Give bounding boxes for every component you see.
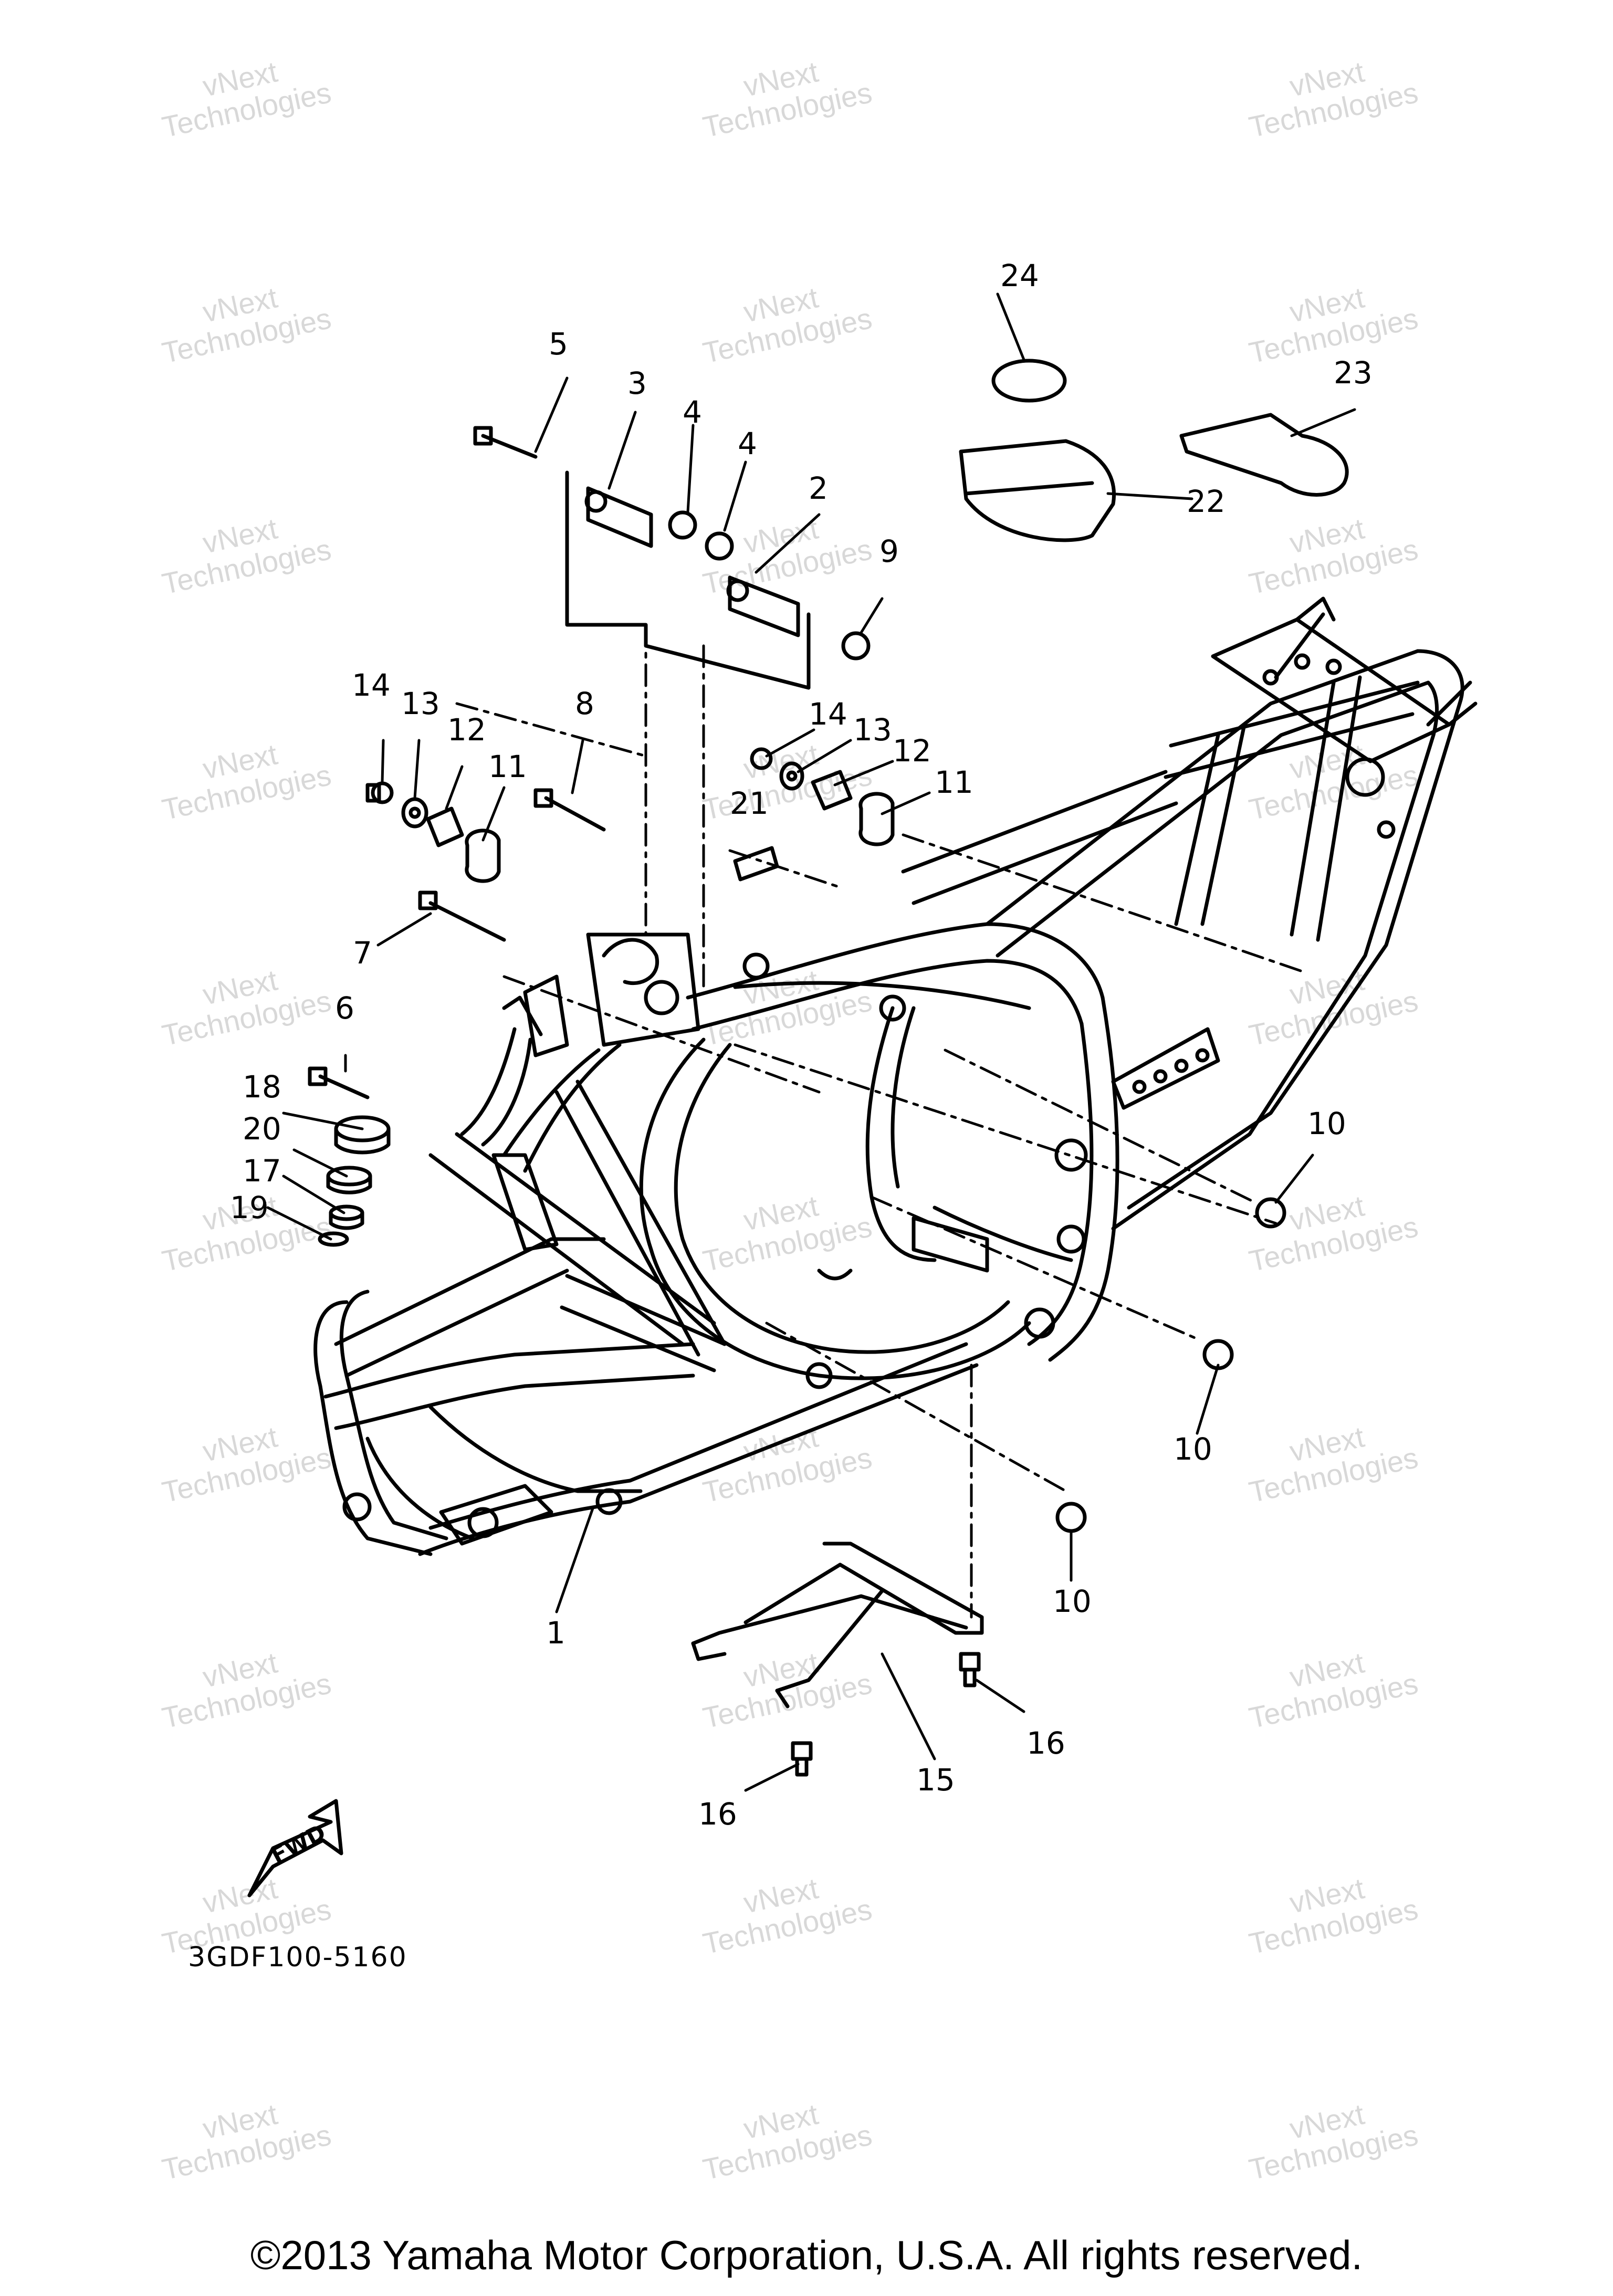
callout: 7 [353,935,372,971]
nut-10-top [1255,1197,1286,1229]
nut-9 [841,631,871,661]
callout: 5 [549,326,568,362]
callout: 10 [1174,1431,1212,1467]
bolt-8 [533,788,606,832]
diagram-code: 3GDF100-5160 [188,1942,407,1973]
collar-12-right [811,770,853,811]
washer-13-right [779,761,804,791]
bracket-2 [726,575,800,637]
bushing-11-left [465,829,501,883]
callout: 20 [243,1111,281,1147]
callout: 10 [1307,1106,1346,1141]
bolt-16-right [959,1652,981,1687]
bolt-5 [473,426,538,459]
callout: 14 [352,667,391,703]
collar-12-left [426,806,464,847]
callout: 9 [879,533,899,569]
callout: 24 [1000,258,1039,293]
bolt-14-right [750,747,773,770]
callout: 13 [853,712,892,748]
callout: 23 [1334,355,1373,391]
washer-19 [318,1231,349,1247]
callout: 4 [738,426,757,462]
pouch-22 [959,439,1116,542]
bushing-11-right [858,792,895,846]
callout: 22 [1187,484,1226,519]
tool-23 [1179,413,1349,497]
callout: 6 [335,990,354,1026]
callout: 2 [809,470,828,506]
nut-10-bottom [1055,1502,1087,1533]
bolt-14-left [365,781,394,804]
bracket-3 [584,486,653,548]
callout: 11 [488,749,527,784]
skid-plate-15 [691,1542,984,1708]
bolt-16-left [791,1741,813,1777]
callout: 10 [1053,1584,1092,1619]
washer-20 [326,1166,372,1194]
callout: 19 [230,1190,269,1225]
damper-18 [334,1115,391,1155]
copyright-notice: ©2013 Yamaha Motor Corporation, U.S.A. A… [250,2232,1363,2278]
callout: 14 [809,696,847,732]
callout: 3 [627,365,647,401]
callout: 12 [447,712,486,748]
callout: 1 [546,1615,565,1651]
callout: 16 [698,1796,737,1832]
fwd-arrow-icon [247,1799,343,1897]
nut-4b [705,531,734,561]
callout: 15 [916,1762,955,1798]
bolt-7 [418,890,506,942]
frame-bosses [342,653,1396,1538]
tag-24 [991,359,1067,403]
fwd-label: FWD [267,1819,330,1869]
label-21 [733,846,779,882]
bolt-6 [308,1066,370,1099]
callout: 18 [243,1069,281,1105]
callout: 12 [893,733,931,769]
callout: 21 [730,785,769,821]
nut-4a [668,510,697,540]
callout: 16 [1027,1725,1065,1761]
callout: 4 [683,394,702,430]
callout: 13 [401,686,440,721]
collar-17 [329,1204,364,1230]
callout: 11 [935,764,973,800]
callout: 17 [243,1153,281,1189]
frame-body [313,596,1478,1556]
callout: 8 [575,686,594,721]
washer-13-left [401,797,428,829]
